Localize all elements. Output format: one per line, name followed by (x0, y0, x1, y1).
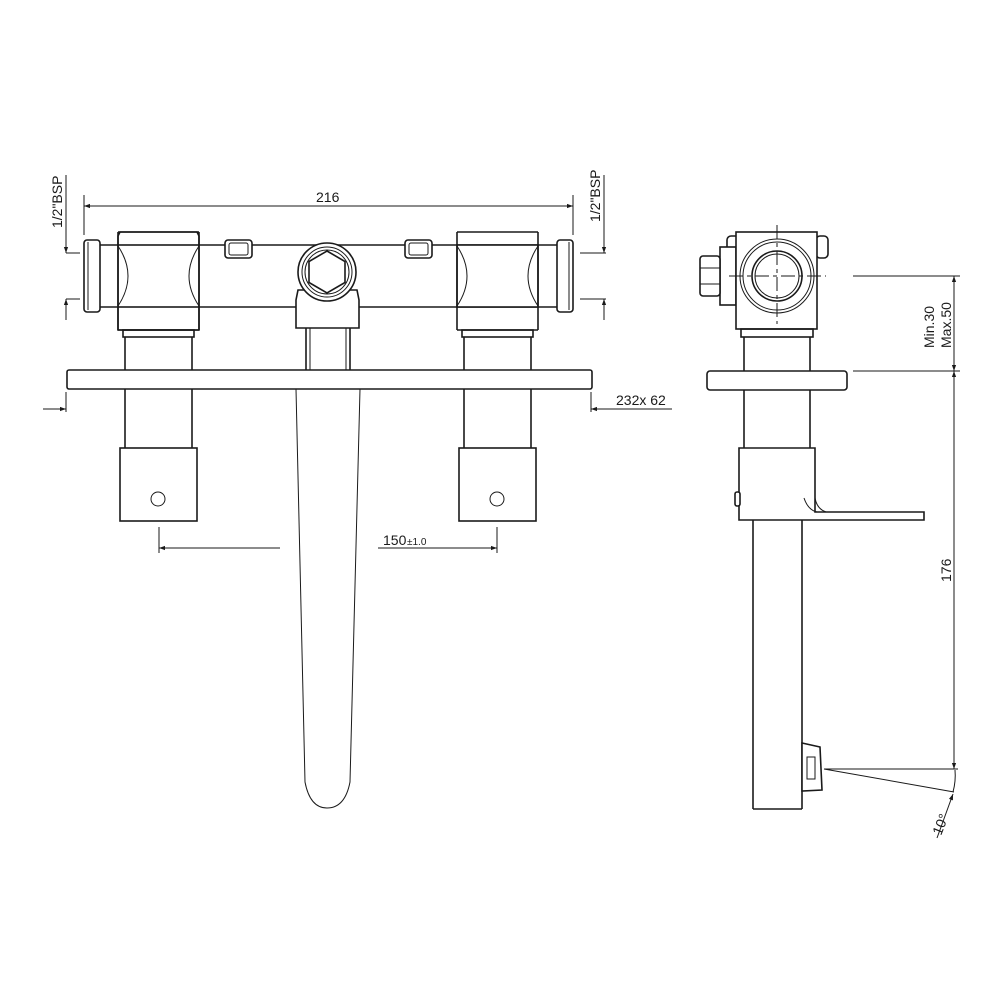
spout-angle-label: 10° (929, 811, 952, 837)
handle-spacing-tolerance: ±1.0 (407, 537, 427, 548)
left-inlet-cap (83, 239, 101, 313)
right-slot (404, 239, 433, 259)
left-handle (119, 389, 198, 522)
wall-depth-max-label: Max.50 (938, 302, 954, 348)
left-valve-block (117, 231, 200, 338)
right-inlet-cap (556, 239, 574, 313)
side-view: Min.30 Max.50 176 10° (699, 225, 960, 839)
dimension-left-inlet: 1/2"BSP (49, 175, 80, 320)
spout (295, 388, 361, 809)
dimension-overall-width: 216 (83, 189, 574, 235)
left-slot (224, 239, 253, 259)
spout-height-label: 176 (938, 558, 954, 582)
left-inlet-label: 1/2"BSP (49, 176, 65, 228)
handle-spacing-label: 150 (383, 532, 407, 548)
dimension-right-inlet: 1/2"BSP (580, 170, 607, 320)
side-wall-plate (706, 370, 848, 391)
right-handle (458, 389, 537, 522)
dimension-spout-angle: 10° (823, 768, 958, 839)
side-spout (752, 520, 823, 810)
overall-width-label: 216 (316, 189, 340, 205)
right-valve-block (456, 231, 539, 338)
dimension-spout-height: 176 (938, 371, 957, 769)
front-view: 216 1/2"BSP 1/2"BSP 232x 62 (43, 170, 672, 809)
dimension-wall-plate: 232x 62 (43, 392, 672, 412)
side-handle-lever (734, 447, 925, 521)
dimension-handle-spacing: 150 ±1.0 (158, 527, 498, 553)
wall-depth-min-label: Min.30 (921, 306, 937, 348)
dimension-wall-depth: Min.30 Max.50 (853, 275, 960, 372)
wall-plate (66, 369, 593, 390)
center-hex-nut (295, 242, 360, 370)
right-inlet-label: 1/2"BSP (587, 170, 603, 222)
wall-plate-label: 232x 62 (616, 392, 666, 408)
